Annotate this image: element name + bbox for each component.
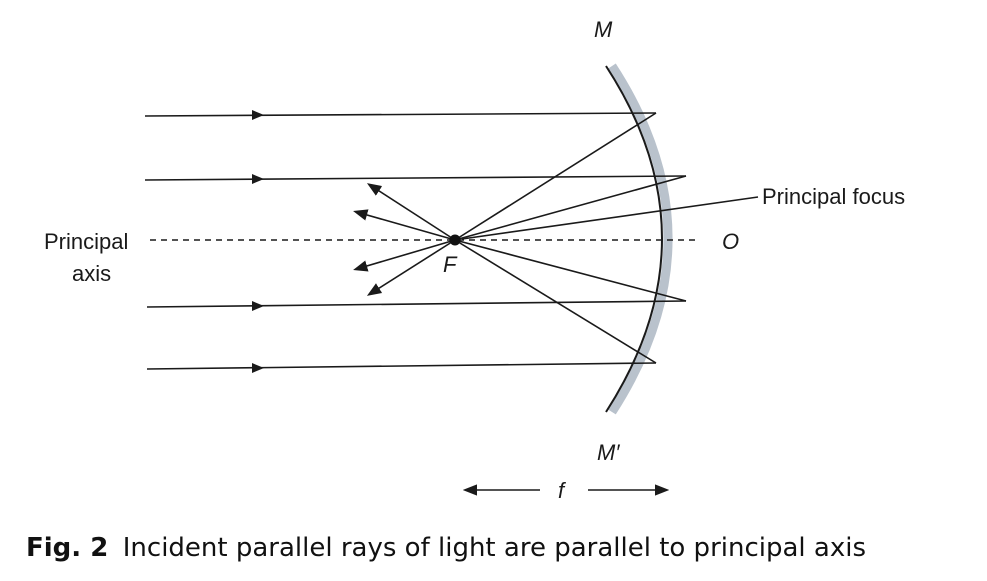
figure-caption-text: Incident parallel rays of light are para…	[123, 533, 866, 563]
incident-ray-2-arrow	[252, 174, 264, 184]
incident-ray-3-arrow	[252, 301, 264, 311]
reflected-ray-1	[366, 183, 456, 241]
mirror-shading	[608, 63, 673, 415]
focus-label: F	[443, 252, 458, 277]
figure-caption: Fig. 2 Incident parallel rays of light a…	[26, 533, 866, 563]
reflected-ray-4	[366, 239, 456, 296]
incident-ray-4-arrow	[252, 363, 264, 373]
incident-ray-1	[144, 112, 657, 117]
convex-mirror	[605, 65, 663, 413]
principal-axis-label-line1: Principal	[44, 229, 128, 254]
focus-line-3	[454, 239, 687, 302]
incident-ray-2	[144, 175, 687, 181]
figure-number: Fig. 2	[26, 533, 108, 563]
focus-line-1	[454, 112, 657, 241]
incident-ray-1-arrow	[252, 110, 264, 120]
incident-ray-3	[146, 300, 687, 308]
pole-label: O	[722, 229, 739, 254]
focus-point-dot	[449, 234, 461, 246]
mirror-bottom-label: M′	[597, 440, 620, 465]
focus-line-2	[454, 175, 687, 241]
focus-line-4	[454, 239, 657, 364]
focal-length-label: f	[558, 478, 567, 503]
reflected-ray-3	[353, 239, 456, 272]
principal-focus-label: Principal focus	[762, 184, 905, 209]
principal-axis-label-line2: axis	[72, 261, 111, 286]
incident-ray-4	[146, 362, 657, 370]
reflected-ray-2	[353, 209, 456, 241]
mirror-top-label: M	[594, 17, 613, 42]
principal-focus-pointer	[461, 196, 759, 240]
